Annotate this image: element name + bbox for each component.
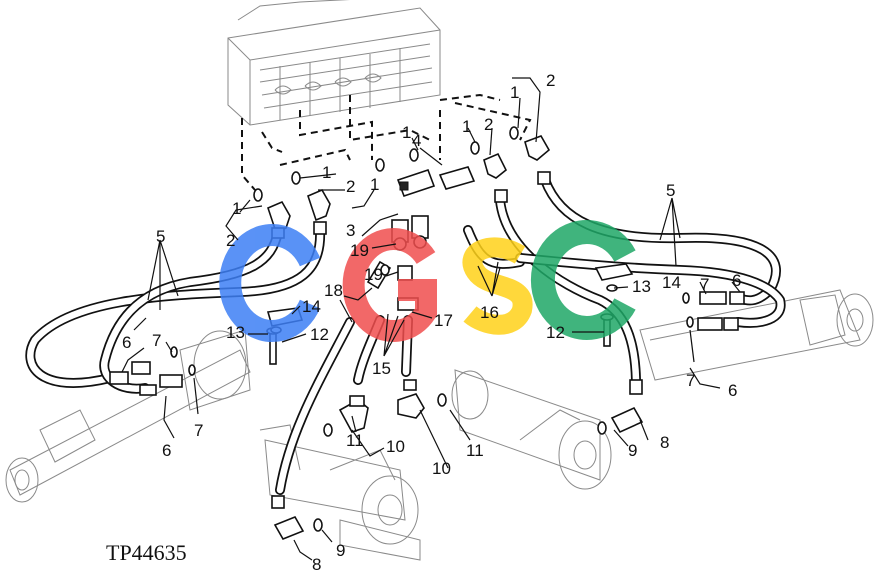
fittings <box>109 126 745 541</box>
callout-6-right-lower: 6 <box>728 381 737 400</box>
callout-1-top: 1 <box>462 117 471 136</box>
callout-1-top-right: 1 <box>510 83 519 102</box>
callout-13-left: 13 <box>226 323 245 342</box>
watermark-c-green <box>530 220 636 340</box>
right-cylinder-ghost <box>639 289 874 381</box>
callout-19-center: 19 <box>364 265 383 284</box>
callout-9-bottom: 9 <box>336 541 345 560</box>
callout-3: 3 <box>346 221 355 240</box>
callout-18: 18 <box>324 281 343 300</box>
callout-10-right: 10 <box>432 459 451 478</box>
watermark-g-red <box>342 228 437 342</box>
callout-labels: 2 1 2 1 1 4 1 2 1 1 2 3 5 5 19 19 18 14 … <box>122 71 741 571</box>
callout-4: 4 <box>412 131 421 150</box>
callout-11-right: 11 <box>466 441 484 460</box>
callout-5-right: 5 <box>666 181 675 200</box>
callout-12-right: 12 <box>546 323 565 342</box>
callout-2-top-right: 2 <box>546 71 555 90</box>
callout-2-left-upper: 2 <box>346 177 355 196</box>
callout-13-right: 13 <box>632 277 651 296</box>
center-right-cylinder-ghost <box>451 369 612 490</box>
callout-14-right: 14 <box>662 273 681 292</box>
dashed-valve-lines <box>241 93 532 191</box>
callout-6-left-lower: 6 <box>162 441 171 460</box>
callout-2-top: 2 <box>484 115 493 134</box>
callout-16: 16 <box>480 303 499 322</box>
callout-8-right: 8 <box>660 433 669 452</box>
callout-5-left: 5 <box>156 227 165 246</box>
leader-lines <box>121 77 741 561</box>
callout-7-right-upper: 7 <box>700 275 709 294</box>
callout-12-left: 12 <box>310 325 329 344</box>
callout-7-left-upper: 7 <box>152 331 161 350</box>
figure-id: TP44635 <box>106 540 187 565</box>
callout-1-center-left: 1 <box>370 175 379 194</box>
control-valve-ghost <box>227 0 441 126</box>
callout-1-center: 1 <box>402 123 411 142</box>
watermark-c-blue <box>219 224 321 342</box>
callout-17: 17 <box>434 311 453 330</box>
callout-8-bottom: 8 <box>312 555 321 571</box>
callout-15: 15 <box>372 359 391 378</box>
watermark-s-yellow <box>462 237 533 335</box>
callout-9-right: 9 <box>628 441 637 460</box>
left-cylinder-ghost <box>5 329 251 503</box>
callout-10-left: 10 <box>386 437 405 456</box>
callout-1-left-upper: 1 <box>322 163 331 182</box>
callout-14-left: 14 <box>302 297 321 316</box>
cgsc-watermark <box>219 220 636 342</box>
callout-6-right-upper: 6 <box>732 271 741 290</box>
callout-2-left: 2 <box>226 231 235 250</box>
callout-19-left: 19 <box>350 241 369 260</box>
callout-11-left: 11 <box>346 431 364 450</box>
callout-6-left-upper: 6 <box>122 333 131 352</box>
callout-7-left-lower: 7 <box>194 421 203 440</box>
callout-1-left: 1 <box>232 199 241 218</box>
callout-7-right-lower: 7 <box>686 371 695 390</box>
